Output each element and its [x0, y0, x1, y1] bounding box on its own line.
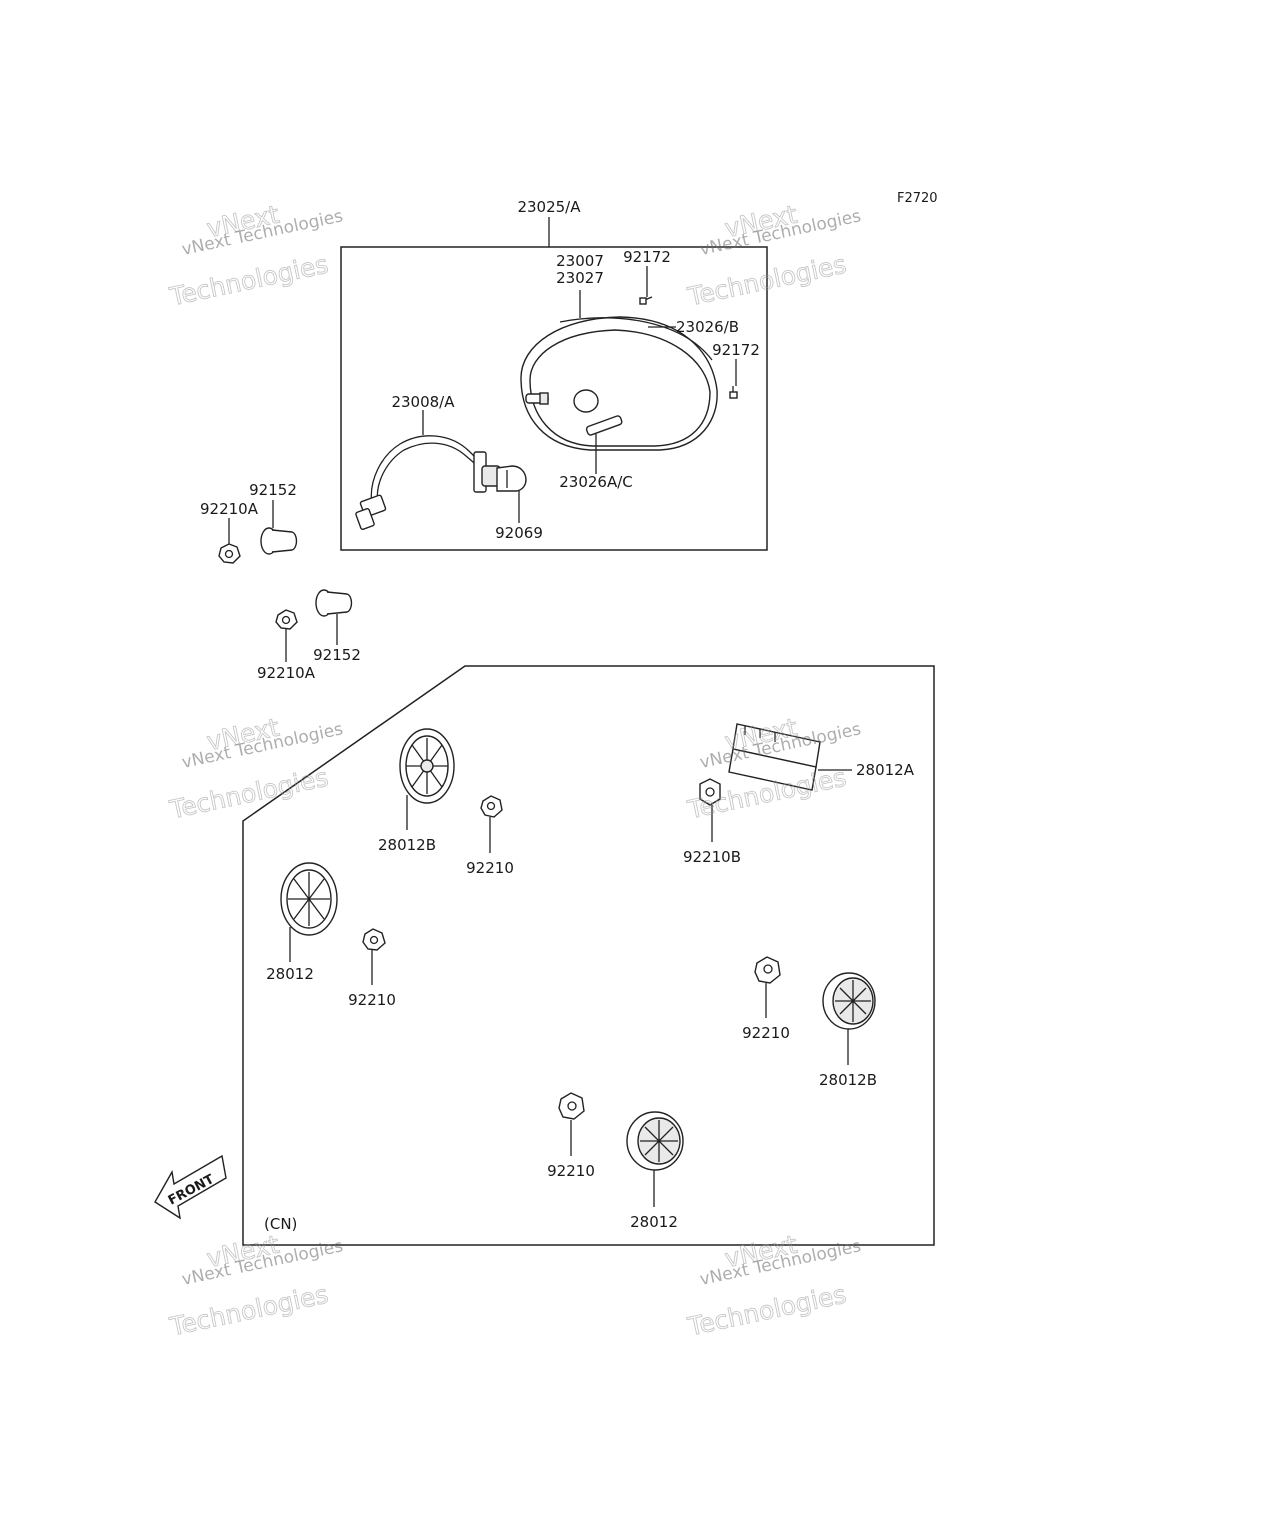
taillight-housing[interactable]	[520, 316, 718, 451]
label-92210a-1[interactable]: 92210A	[200, 500, 259, 518]
label-23026a-c[interactable]: 23026A/C	[559, 473, 633, 491]
label-92069[interactable]: 92069	[495, 524, 543, 542]
label-23025-a[interactable]: 23025/A	[517, 198, 581, 216]
nut-b[interactable]	[275, 609, 298, 630]
label-28012-1[interactable]: 28012	[266, 965, 314, 983]
reflector-2[interactable]	[626, 1111, 684, 1171]
label-28012-2[interactable]: 28012	[630, 1213, 678, 1231]
label-92210-3[interactable]: 92210	[742, 1024, 790, 1042]
svg-text:Technologies: Technologies	[167, 1280, 331, 1342]
label-28012b-1[interactable]: 28012B	[378, 836, 436, 854]
collar-b[interactable]	[315, 589, 353, 617]
label-92152-a[interactable]: 92152	[249, 481, 297, 499]
label-23008-a[interactable]: 23008/A	[391, 393, 455, 411]
reflector-b2[interactable]	[822, 972, 876, 1030]
label-23026-b[interactable]: 23026/B	[676, 318, 739, 336]
reflector-b1[interactable]	[399, 728, 455, 804]
front-arrow-icon: FRONT	[154, 1154, 227, 1220]
svg-text:Technologies: Technologies	[167, 250, 331, 312]
reflector-plate[interactable]	[728, 723, 821, 791]
cn-box	[242, 665, 935, 1246]
watermark-top-right: vNext Technologies vNext Technologies	[684, 199, 863, 312]
assembly-box	[340, 246, 768, 551]
label-92210-4[interactable]: 92210	[547, 1162, 595, 1180]
label-28012b-2[interactable]: 28012B	[819, 1071, 877, 1089]
label-23007[interactable]: 23007	[556, 252, 604, 270]
svg-text:Technologies: Technologies	[685, 1280, 849, 1342]
figure-code: F2720	[897, 191, 938, 206]
label-92210-2[interactable]: 92210	[348, 991, 396, 1009]
label-92210a-2[interactable]: 92210A	[257, 664, 316, 682]
label-92210b[interactable]: 92210B	[683, 848, 741, 866]
label-92152-b[interactable]: 92152	[313, 646, 361, 664]
watermark-mid-left: vNext Technologies vNext Technologies	[166, 712, 345, 825]
svg-text:Technologies: Technologies	[167, 763, 331, 825]
collar-a[interactable]	[260, 527, 298, 555]
region-tag: (CN)	[264, 1215, 297, 1233]
nut-1[interactable]	[480, 795, 503, 818]
label-23027[interactable]: 23027	[556, 269, 604, 287]
nut-4[interactable]	[558, 1092, 585, 1120]
socket-harness[interactable]	[355, 435, 501, 530]
screw-top[interactable]	[639, 296, 653, 305]
screw-right[interactable]	[729, 386, 738, 399]
watermark-top-left: vNext Technologies vNext Technologies	[166, 199, 345, 312]
bulb[interactable]	[496, 465, 527, 492]
label-92172-right[interactable]: 92172	[712, 341, 760, 359]
nut-a[interactable]	[218, 543, 241, 564]
watermark-bottom-right: vNext Technologies vNext Technologies	[684, 1229, 863, 1342]
nut-2[interactable]	[362, 928, 386, 951]
label-92172-top[interactable]: 92172	[623, 248, 671, 266]
label-28012a[interactable]: 28012A	[856, 761, 915, 779]
reflector-1[interactable]	[280, 862, 338, 936]
nut-3[interactable]	[754, 956, 781, 984]
nut-92210b[interactable]	[699, 778, 721, 806]
watermark-bottom-left: vNext Technologies vNext Technologies	[166, 1229, 345, 1342]
label-92210-1[interactable]: 92210	[466, 859, 514, 877]
